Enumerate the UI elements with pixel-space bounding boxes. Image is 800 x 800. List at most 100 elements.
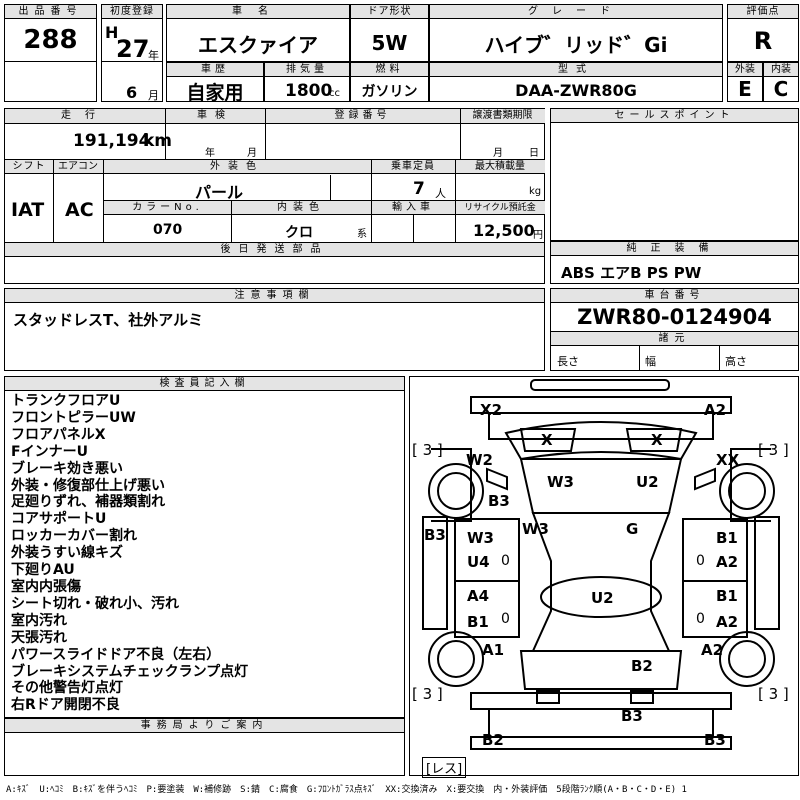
later-parts-label: 後日発送部品 [5,243,544,257]
width-label: 幅 [645,355,656,368]
equipment-box: 純正装備 ABS エアB PS PW [550,241,799,284]
era: H [105,23,119,42]
shift: IAT [11,199,45,221]
left-sill [422,516,448,630]
transfer-month-unit: 月 [493,148,503,159]
capacity-label: 乗車定員 [371,160,455,174]
door-type: 5W [371,31,408,55]
equipment-label: 純正装備 [551,242,798,256]
color-no-label: カラーNo. [104,201,231,215]
mark-a1: A1 [482,641,505,659]
mark-b1-right-front: B1 [716,529,738,547]
mark-g: G [626,520,639,538]
registration-year: 27 [116,35,150,63]
score-label: 評価点 [728,5,798,19]
first-registration-label: 初度登録 [102,5,162,19]
mark-b2-rear: B2 [631,657,653,675]
right-headlight [625,428,683,452]
exterior-grade: E [738,77,752,101]
sales-points-box: セールスポイント [550,108,799,241]
mark-b3-front: B3 [488,492,510,510]
legend: A:ｷｽﾞ U:ﾍｺﾐ B:ｷｽﾞを伴うﾍｺﾐ P:要塗装 W:補修跡 S:錆 … [6,785,687,795]
chassis-label: 車台番号 [551,289,798,303]
chassis-number: ZWR80-0124904 [577,305,772,329]
office-label: 事務局よりご案内 [5,719,404,733]
car-name-box: 車名 エスクァイア [166,4,350,62]
left-rear-door [454,580,520,638]
mark-a2-right-rear: A2 [716,613,739,631]
mark-b2-bottom: B2 [482,731,504,749]
zero-right-rear: 0 [696,611,705,627]
ext-color: パール [195,183,244,202]
notes-text: スタッドレスT、社外アルミ [13,311,204,329]
mark-a2-rear-right: A2 [701,641,724,659]
max-load-unit: kg [529,186,542,197]
right-mirror [694,467,716,491]
int-color-label: 内装色 [231,201,371,215]
history-box: 車歴 自家用 [166,62,264,104]
mark-b3-bottom: B3 [704,731,726,749]
tire-front-left-score: [ 3 ] [412,441,443,459]
zero-left-front: 0 [501,553,510,569]
inspector-line: その他警告灯点灯 [11,680,123,697]
left-body-side [431,448,472,522]
zero-left-rear: 0 [501,611,510,627]
history: 自家用 [186,82,244,104]
fuel: ガソリン [361,84,418,100]
color-no: 070 [153,222,183,238]
first-registration-box: 初度登録 H 27 年 6 月 [101,4,163,102]
displacement-label: 排気量 [265,63,349,77]
inspector-line: FインナーU [11,443,88,460]
mark-u2-floor: U2 [591,589,614,607]
damage-diagram-box: X2 A2 X X [ 3 ] [ 3 ] W2 XX W3 U2 B3 W3 … [409,376,799,778]
recycle-label: リサイクル預託金 [455,201,545,215]
notes-box: 注意事項欄 スタッドレスT、社外アルミ [4,288,545,371]
office-box: 事務局よりご案内 [4,718,405,776]
car-name: エスクァイア [198,33,318,57]
inspector-line: 下廻りAU [11,562,75,579]
door-label: ドア形状 [351,5,428,19]
exterior-grade-box: 外装 E [727,62,763,102]
recycle: 12,500 [473,221,535,240]
max-load-label: 最大積載量 [455,160,545,174]
ac-label: エアコン [53,160,103,174]
mark-b3-trunk: B3 [621,707,643,725]
chassis-box: 車台番号 ZWR80-0124904 諸元 長さ 幅 高さ [550,288,799,371]
height-label: 高さ [725,355,747,368]
floor-panel [540,576,662,618]
ac: AC [65,199,94,221]
registration-month: 6 [126,83,138,102]
specs-header-label: 諸元 [551,332,798,346]
inspection-label: 車検 [165,109,265,124]
capacity: 7 [413,179,425,199]
int-color: クロ [285,225,313,241]
car-name-label: 車名 [167,5,349,19]
grade: ハイブ゛リッド゛Gi [484,33,668,57]
notes-label: 注意事項欄 [5,289,544,303]
mileage-label: 走行 [5,109,165,124]
right-rear-door [682,580,748,638]
tire-rear-right-score: [ 3 ] [758,685,789,703]
mileage-unit: km [143,131,173,151]
transfer-day-unit: 日 [529,148,539,159]
mark-b1-left-rear: B1 [467,613,489,631]
inspector-line: ブレーキシステムチェックランプ点灯 [11,663,249,680]
inspector-line: フロアパネルX [11,426,106,443]
model-label: 型式 [430,63,722,77]
inspector-line: シート切れ・破れ小、汚れ [11,595,179,612]
shift-label: シフト [5,160,53,174]
inspector-line: 天張汚れ [11,629,67,646]
inspector-line: コアサポートU [11,511,107,528]
mark-a2-top: A2 [704,401,727,419]
score: R [753,27,773,55]
mark-b3-left: B3 [424,526,446,544]
mark-w3-mid: W3 [522,520,549,538]
rear-window [519,650,683,690]
history-label: 車歴 [167,63,263,77]
equipment: ABS エアB PS PW [561,264,702,282]
grade-label: グレード [430,5,722,19]
recycle-unit: 円 [533,230,543,241]
displacement: 1800 [285,81,333,101]
